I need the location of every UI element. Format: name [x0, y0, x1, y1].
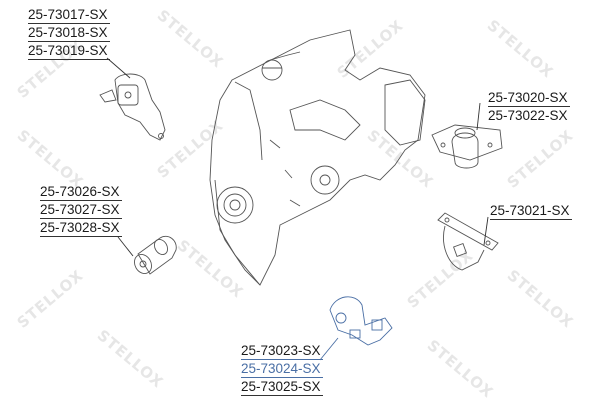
- part-number-label[interactable]: 25-73018-SX: [28, 23, 110, 42]
- label-group-top-left: 25-73017-SX 25-73018-SX 25-73019-SX: [28, 6, 110, 60]
- part-number-label[interactable]: 25-73025-SX: [241, 379, 323, 396]
- label-group-bottom: 25-73023-SX 25-73024-SX 25-73025-SX: [241, 342, 323, 396]
- part-front-mount: [319, 296, 393, 361]
- engine-illustration: [209, 29, 426, 286]
- label-group-right-middle: 25-73021-SX: [490, 202, 572, 220]
- part-number-label[interactable]: 25-73027-SX: [40, 202, 122, 219]
- part-number-label[interactable]: 25-73022-SX: [488, 108, 568, 123]
- label-group-right-top: 25-73020-SX 25-73022-SX: [488, 89, 570, 124]
- label-group-left-middle: 25-73026-SX 25-73027-SX 25-73028-SX: [40, 183, 122, 237]
- part-number-label[interactable]: 25-73017-SX: [28, 7, 108, 22]
- part-number-label-highlighted[interactable]: 25-73024-SX: [241, 359, 323, 378]
- part-number-label[interactable]: 25-73021-SX: [490, 203, 572, 220]
- part-number-label[interactable]: 25-73023-SX: [241, 343, 321, 358]
- part-number-label[interactable]: 25-73028-SX: [40, 220, 122, 237]
- part-number-label[interactable]: 25-73019-SX: [28, 43, 110, 60]
- part-rear-mount: [99, 57, 166, 141]
- part-number-label[interactable]: 25-73020-SX: [488, 90, 570, 107]
- part-flange-mount: [431, 102, 503, 169]
- part-number-label[interactable]: 25-73026-SX: [40, 184, 122, 201]
- part-bushing: [117, 235, 177, 275]
- part-bracket-mount: [437, 212, 499, 271]
